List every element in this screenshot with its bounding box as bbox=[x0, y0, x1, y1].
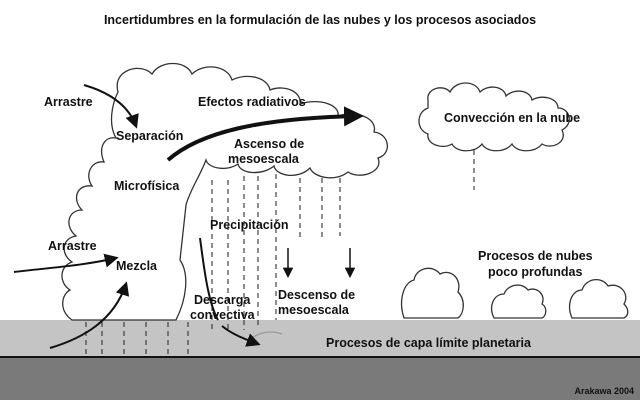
label-ascenso-2: mesoescala bbox=[228, 152, 300, 166]
mezcla-arrow bbox=[49, 281, 130, 349]
ground-band bbox=[0, 357, 640, 400]
label-microfisica: Microfísica bbox=[114, 179, 180, 193]
label-procesos-nubes-1: Procesos de nubes bbox=[478, 249, 593, 263]
boundary-layer-band bbox=[0, 320, 640, 358]
convection-cloud bbox=[418, 82, 570, 152]
shallow-cloud-1 bbox=[400, 267, 464, 319]
label-arrastre-top: Arrastre bbox=[44, 95, 93, 109]
arrastre-top-arrow bbox=[83, 84, 139, 129]
arrastre-bottom-arrow bbox=[13, 253, 119, 273]
label-capa-limite: Procesos de capa límite planetaria bbox=[326, 336, 532, 350]
descarga-arrow bbox=[199, 237, 219, 321]
shallow-cloud-2 bbox=[490, 284, 547, 319]
label-arrastre-bottom: Arrastre bbox=[48, 239, 97, 253]
label-precipitacion: Precipitación bbox=[210, 218, 289, 232]
label-descarga-2: convectiva bbox=[190, 308, 256, 322]
label-descenso-1: Descenso de bbox=[278, 288, 355, 302]
ascenso-arrow bbox=[166, 106, 364, 162]
label-efectos-radiativos: Efectos radiativos bbox=[198, 95, 306, 109]
boundary-dash-lines bbox=[85, 322, 189, 356]
label-mezcla: Mezcla bbox=[116, 259, 158, 273]
precipitation-lines bbox=[211, 150, 475, 330]
label-conveccion-nube: Convección en la nube bbox=[444, 111, 580, 125]
diagram-title: Incertidumbres en la formulación de las … bbox=[104, 13, 536, 27]
shallow-cloud-3 bbox=[568, 279, 629, 319]
label-separacion: Separación bbox=[116, 129, 183, 143]
main-cloud bbox=[61, 62, 388, 321]
label-descarga-1: Descarga bbox=[194, 293, 251, 307]
credit-label: Arakawa 2004 bbox=[574, 386, 634, 396]
label-ascenso-1: Ascenso de bbox=[234, 137, 304, 151]
label-descenso-2: mesoescala bbox=[278, 303, 350, 317]
label-procesos-nubes-2: poco profundas bbox=[488, 265, 582, 279]
descarga-arrow-2 bbox=[221, 325, 261, 347]
